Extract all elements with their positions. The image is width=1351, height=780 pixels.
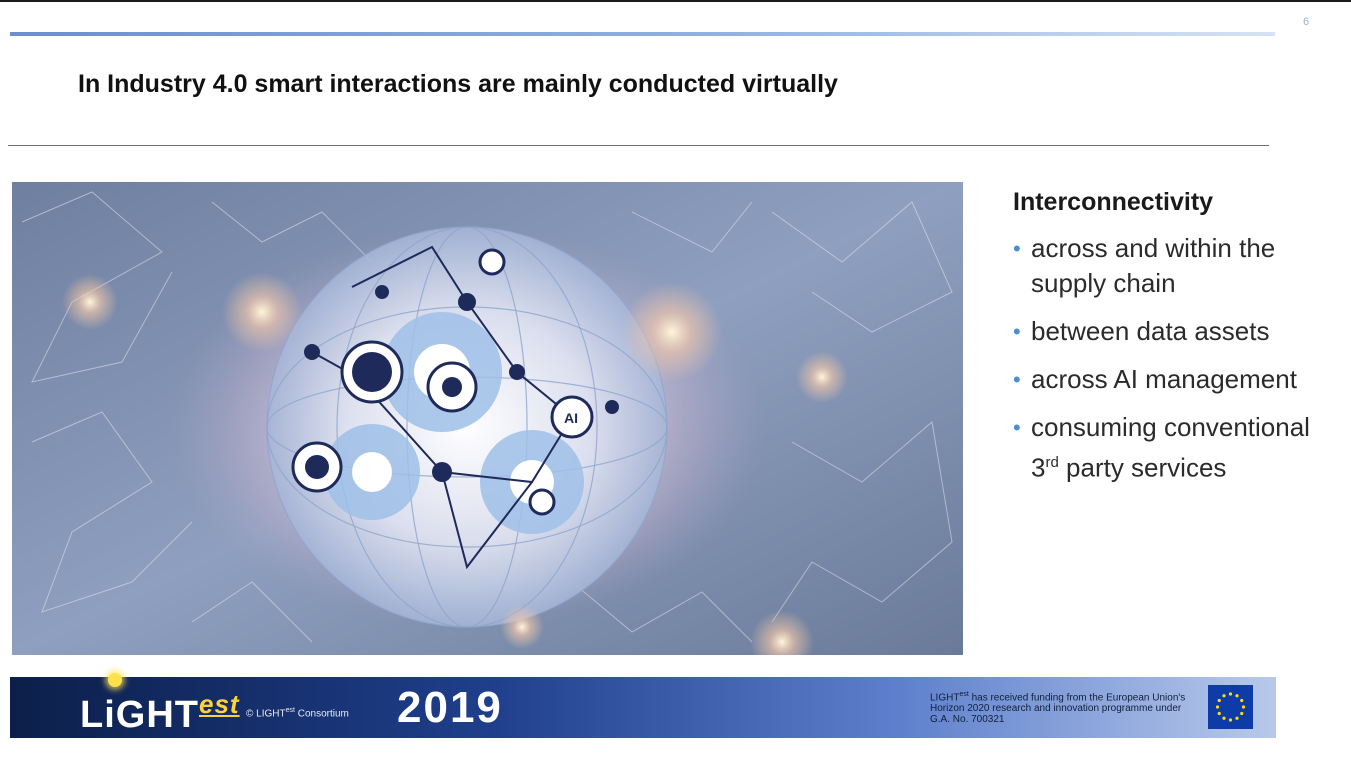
eu-star — [1217, 711, 1221, 716]
eu-flag-icon — [1208, 685, 1253, 729]
bullet-dot-icon: • — [1013, 319, 1021, 344]
eu-star — [1235, 716, 1239, 720]
slide-title: In Industry 4.0 smart interactions are m… — [78, 70, 838, 98]
network-globe-illustration: AI — [12, 182, 963, 655]
sidebar-heading: Interconnectivity — [1013, 188, 1214, 216]
bullet-text: across AI management — [1031, 364, 1297, 394]
copyright-sup: est — [285, 707, 295, 714]
logo-est-text: est — [198, 689, 240, 719]
eu-star — [1240, 711, 1244, 716]
eu-star — [1235, 694, 1239, 698]
copyright-suffix: Consortium — [294, 708, 349, 720]
page-number: 6 — [1303, 16, 1310, 28]
bullet-item: • across and within the supply chain — [1013, 231, 1343, 301]
funding-sup: est — [959, 691, 969, 698]
bullet-item: • consuming conventional 3rd party servic… — [1013, 410, 1343, 486]
lightbulb-icon — [108, 673, 122, 687]
bullet-item: • between data assets — [1013, 314, 1343, 349]
eu-star — [1222, 694, 1226, 698]
eu-star — [1215, 705, 1220, 709]
lightest-logo: LiGHTest — [80, 689, 240, 737]
logo-main-text: LiGHT — [80, 694, 199, 736]
bullet-text: consuming conventional 3 — [1031, 412, 1310, 483]
eu-star — [1241, 705, 1246, 709]
eu-stars-svg — [1215, 692, 1246, 722]
funding-text: has received funding from the European U… — [930, 692, 1186, 726]
footer-banner: LiGHTest © LIGHTest Consortium 2019 LIGH… — [10, 673, 1276, 738]
bullet-dot-icon: • — [1013, 236, 1021, 261]
top-rule — [0, 0, 1351, 2]
year-label: 2019 — [397, 683, 503, 732]
funding-notice: LIGHTest has received funding from the E… — [930, 689, 1190, 725]
copyright-prefix: © LIGHT — [246, 708, 286, 720]
title-divider — [8, 145, 1269, 146]
eu-star — [1217, 698, 1221, 703]
eu-star — [1228, 718, 1233, 722]
eu-star — [1222, 716, 1226, 720]
ai-badge-text: AI — [564, 410, 578, 426]
globe-illustration-svg: AI — [12, 182, 963, 655]
bullet-text-suffix: party services — [1058, 452, 1227, 483]
eu-star — [1228, 692, 1233, 696]
bullet-item: • across AI management — [1013, 362, 1343, 397]
bullet-list: • across and within the supply chain • bet… — [1013, 231, 1343, 486]
bullet-dot-icon: • — [1013, 415, 1021, 440]
eu-star — [1240, 698, 1244, 703]
bullet-text: between data assets — [1031, 316, 1270, 346]
bullet-superscript: rd — [1045, 454, 1059, 471]
header-accent-bar — [10, 32, 1275, 36]
funding-prefix: LIGHT — [930, 692, 960, 704]
copyright-text: © LIGHTest Consortium — [246, 707, 349, 719]
interconnectivity-panel: Interconnectivity • across and within the… — [1013, 188, 1343, 499]
bullet-text: across and within the supply chain — [1031, 233, 1276, 298]
bullet-dot-icon: • — [1013, 367, 1021, 392]
